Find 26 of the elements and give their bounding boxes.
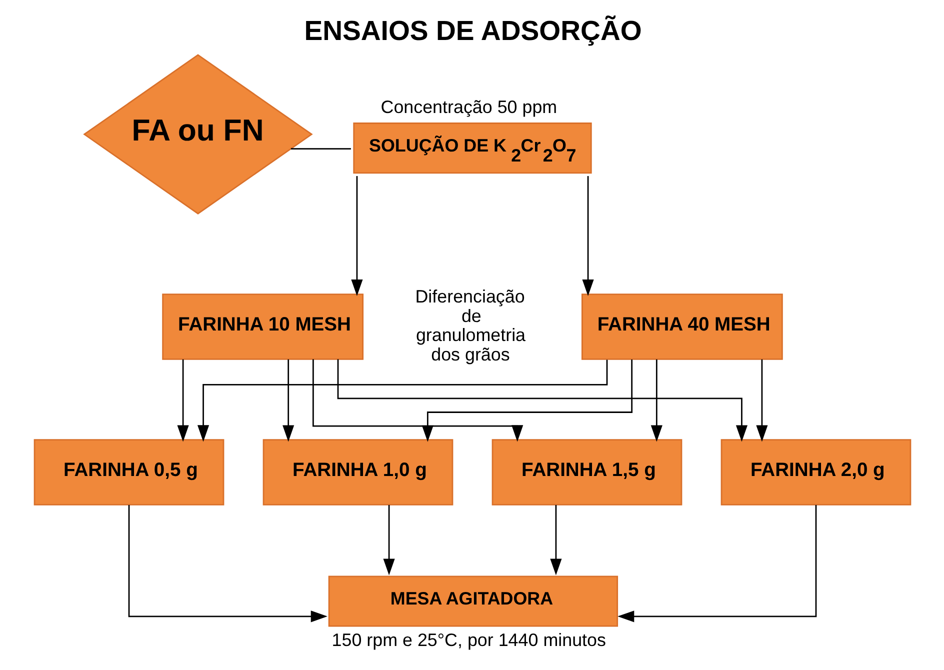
arrow bbox=[176, 359, 188, 442]
diagram-title: ENSAIOS DE ADSORÇÃO bbox=[304, 14, 642, 46]
arrow bbox=[382, 505, 394, 576]
arrow bbox=[350, 176, 362, 296]
arrow bbox=[421, 360, 632, 442]
arrow bbox=[617, 504, 816, 622]
arrow bbox=[282, 359, 294, 442]
connector bbox=[290, 148, 350, 150]
arrow bbox=[650, 359, 662, 442]
arrow bbox=[128, 504, 327, 622]
arrow bbox=[582, 176, 594, 296]
arrow bbox=[550, 505, 562, 576]
node-box: FARINHA 40 MESH bbox=[580, 294, 782, 360]
arrow bbox=[336, 359, 748, 442]
arrow bbox=[756, 359, 768, 442]
node-box: FARINHA 1,5 g bbox=[491, 439, 682, 506]
arrow bbox=[312, 359, 523, 442]
node-label: Concentração 50 ppm bbox=[380, 96, 557, 117]
node-box: FARINHA 0,5 g bbox=[33, 439, 224, 506]
node-label: 150 rpm e 25°C, por 1440 minutos bbox=[331, 630, 606, 650]
node-box: FARINHA 1,0 g bbox=[262, 439, 453, 506]
node-diamond: FA ou FN bbox=[82, 54, 312, 214]
arrow bbox=[196, 360, 608, 442]
node-box: FARINHA 10 MESH bbox=[162, 294, 364, 360]
node-box: FARINHA 2,0 g bbox=[720, 439, 911, 506]
label: Diferenciação de granulometria dos grãos bbox=[414, 286, 526, 364]
